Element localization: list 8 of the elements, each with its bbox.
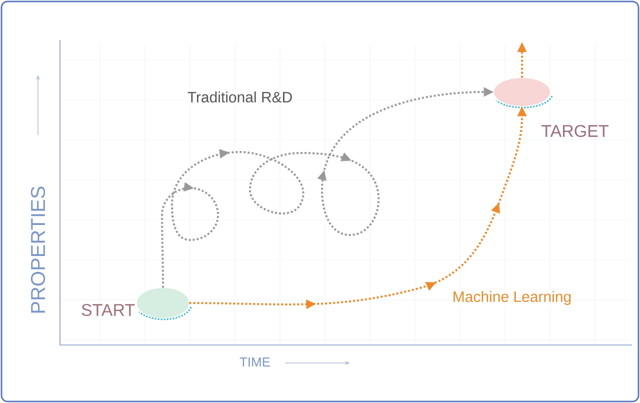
ellipse-shape bbox=[137, 288, 189, 318]
node-caption: TARGET bbox=[542, 124, 608, 138]
ellipse-shape bbox=[494, 78, 550, 106]
axis-label: TIME bbox=[240, 358, 270, 366]
axis-label: PROPERTIES bbox=[30, 186, 46, 313]
node-caption: START bbox=[82, 304, 135, 316]
edge-label: Traditional R&D bbox=[185, 89, 295, 104]
edge-label: Machine Learning bbox=[450, 289, 574, 307]
